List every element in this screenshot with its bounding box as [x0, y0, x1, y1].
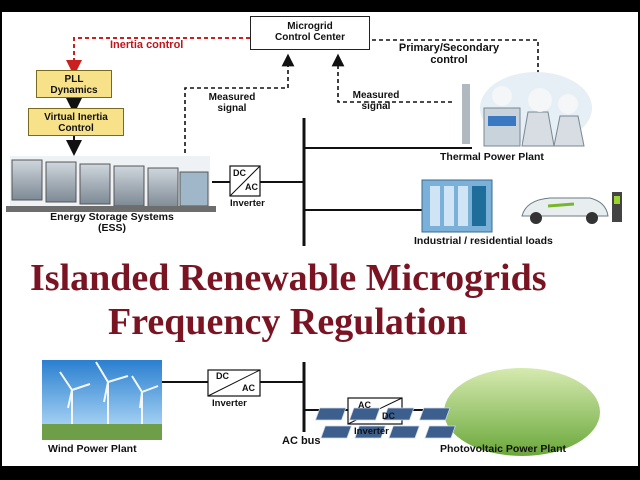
loads-illustration	[421, 179, 622, 233]
measured-signal-right-line	[331, 53, 452, 103]
wind-plant-illustration	[42, 360, 162, 440]
inverter-ess-symbol	[229, 165, 261, 197]
pll-dynamics-box: PLL Dynamics	[36, 70, 112, 98]
measured-left-line2: signal	[217, 103, 247, 114]
pll-line2: Dynamics	[50, 85, 98, 96]
inertia-control-label: Inertia control	[110, 39, 184, 51]
thermal-plant-illustration	[462, 72, 592, 147]
wind-label: Wind Power Plant	[48, 443, 137, 455]
vic-line2: Control	[58, 123, 94, 134]
primary-secondary-label: Primary/Secondary control	[374, 42, 524, 66]
pv-plant-illustration	[314, 368, 600, 456]
inverter-ess-bottom: AC	[245, 182, 258, 192]
virtual-inertia-control-box: Virtual Inertia Control	[28, 108, 124, 136]
inverter-pv-label: Inverter	[354, 426, 389, 437]
ess-illustration	[6, 156, 216, 212]
inverter-pv-bottom: DC	[382, 411, 395, 421]
inverter-wind-bottom: AC	[242, 383, 255, 393]
ac-bus-label: AC bus	[282, 435, 321, 447]
title-line2: Frequency Regulation	[108, 301, 468, 343]
control-center-line2: Control Center	[275, 32, 345, 43]
loads-label: Industrial / residential loads	[414, 235, 553, 247]
pv-label: Photovoltaic Power Plant	[440, 443, 567, 455]
measured-signal-right-label: Measured signal	[346, 90, 406, 112]
measured-right-line2: signal	[361, 101, 391, 112]
measured-right-line1: Measured	[352, 90, 400, 101]
inertia-control-line	[66, 37, 250, 76]
measured-left-line1: Measured	[208, 92, 256, 103]
thermal-label: Thermal Power Plant	[440, 151, 544, 163]
diagram-panel: Microgrid Control Center Inertia control…	[2, 12, 638, 466]
ess-line2: (ESS)	[97, 222, 126, 234]
control-center-box: Microgrid Control Center	[250, 16, 370, 50]
measured-signal-left-line	[184, 53, 295, 160]
inverter-wind-top: DC	[216, 371, 229, 381]
ess-label: Energy Storage Systems (ESS)	[22, 212, 202, 234]
title-line1: Islanded Renewable Microgrids	[30, 257, 547, 299]
vic-line1: Virtual Inertia	[44, 112, 108, 123]
inverter-wind-symbol	[207, 369, 261, 397]
primary-secondary-line1: Primary/Secondary	[398, 42, 500, 54]
inverter-ess-label: Inverter	[230, 198, 265, 209]
diagram-graphics	[6, 37, 622, 456]
primary-secondary-line2: control	[430, 54, 468, 66]
inverter-wind-label: Inverter	[212, 398, 247, 409]
pll-line1: PLL	[64, 74, 84, 85]
ess-line1: Energy Storage Systems	[50, 211, 174, 223]
measured-signal-left-label: Measured signal	[202, 92, 262, 114]
inverter-pv-top: AC	[358, 400, 371, 410]
inverter-ess-top: DC	[233, 168, 246, 178]
control-center-line1: Microgrid	[287, 21, 333, 32]
